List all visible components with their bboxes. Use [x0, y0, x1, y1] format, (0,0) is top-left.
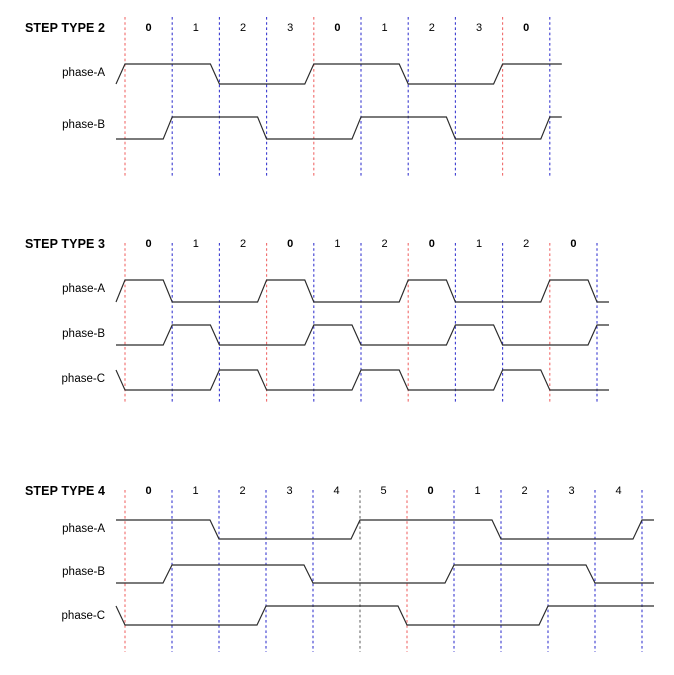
step-number-step-type-4-6: 0 — [427, 485, 434, 497]
diagram-title-step-type-4: STEP TYPE 4 — [25, 484, 106, 498]
step-number-step-type-4-4: 4 — [333, 485, 340, 497]
waveform-step-type-2-phase-A — [115, 63, 562, 85]
phase-label-step-type-4-phase-B: phase-B — [62, 566, 105, 578]
step-number-step-type-4-7: 1 — [474, 485, 481, 497]
step-number-step-type-3-2: 2 — [239, 238, 247, 250]
step-number-step-type-3-5: 2 — [381, 238, 388, 250]
waveform-step-type-4-phase-B — [116, 564, 654, 584]
step-number-step-type-4-0: 0 — [145, 485, 152, 497]
step-number-step-type-4-2: 2 — [239, 485, 246, 497]
waveform-step-type-3-phase-A — [115, 279, 609, 303]
step-number-step-type-2-5: 1 — [381, 22, 388, 34]
waveform-step-type-4-phase-C — [115, 605, 654, 626]
waveform-step-type-3-phase-B — [116, 324, 609, 346]
step-number-step-type-2-1: 1 — [192, 22, 199, 34]
phase-label-step-type-2-phase-B: phase-B — [62, 119, 105, 131]
phase-label-step-type-2-phase-A: phase-A — [62, 67, 105, 79]
step-number-step-type-3-4: 1 — [334, 238, 341, 250]
waveform-step-type-3-phase-C — [115, 369, 609, 391]
phase-label-step-type-3-phase-A: phase-A — [62, 283, 105, 295]
step-number-step-type-3-7: 1 — [475, 238, 483, 250]
waveform-step-type-4-phase-A — [116, 519, 654, 540]
step-number-step-type-2-3: 3 — [287, 22, 294, 34]
step-number-step-type-2-8: 0 — [523, 22, 530, 34]
step-number-step-type-3-1: 1 — [192, 238, 199, 250]
step-number-step-type-4-1: 1 — [192, 485, 199, 497]
diagram-title-step-type-3: STEP TYPE 3 — [25, 237, 106, 251]
phase-label-step-type-3-phase-C: phase-C — [61, 373, 105, 385]
phase-label-step-type-3-phase-B: phase-B — [62, 328, 105, 340]
step-number-step-type-4-3: 3 — [286, 485, 293, 497]
step-number-step-type-3-9: 0 — [570, 238, 577, 250]
step-number-step-type-4-10: 4 — [615, 485, 622, 497]
step-number-step-type-4-8: 2 — [521, 485, 528, 497]
step-number-step-type-3-8: 2 — [523, 238, 530, 250]
waveform-step-type-2-phase-B — [116, 116, 562, 140]
step-number-step-type-4-5: 5 — [380, 485, 387, 497]
step-number-step-type-3-0: 0 — [145, 238, 152, 250]
step-number-step-type-2-2: 2 — [239, 22, 247, 34]
step-number-step-type-2-7: 3 — [475, 22, 483, 34]
phase-label-step-type-4-phase-C: phase-C — [61, 610, 105, 622]
step-number-step-type-4-9: 3 — [568, 485, 575, 497]
phase-label-step-type-4-phase-A: phase-A — [62, 523, 105, 535]
step-number-step-type-2-0: 0 — [145, 22, 152, 34]
diagram-title-step-type-2: STEP TYPE 2 — [25, 21, 106, 35]
step-number-step-type-3-3: 0 — [287, 238, 294, 250]
step-number-step-type-2-6: 2 — [428, 22, 435, 34]
step-number-step-type-2-4: 0 — [334, 22, 341, 34]
step-number-step-type-3-6: 0 — [428, 238, 435, 250]
